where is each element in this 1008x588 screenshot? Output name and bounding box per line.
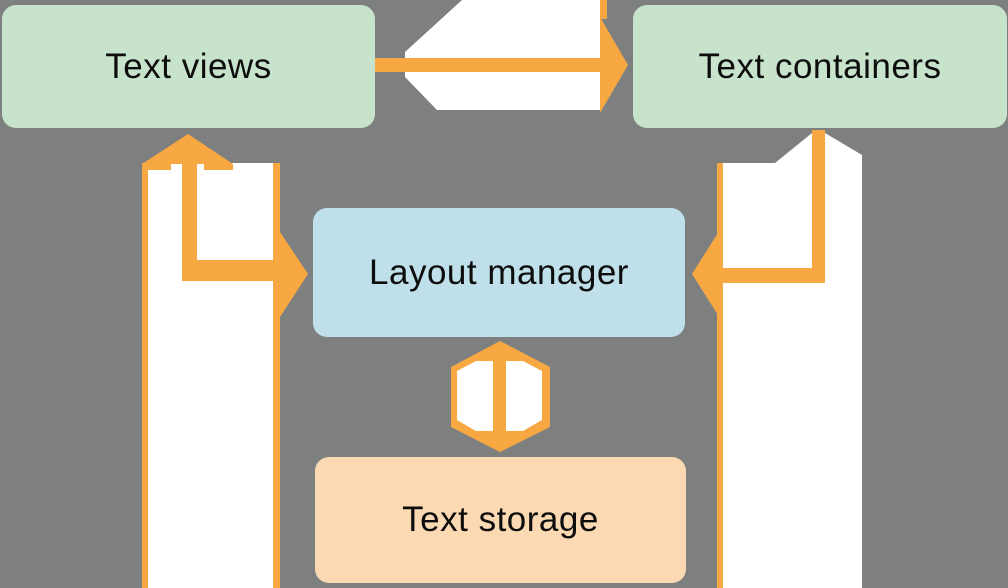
arrowhead-into-layout-manager-right <box>692 225 723 323</box>
arrow-strip-top <box>600 0 607 19</box>
double-arrow-gap-right <box>506 361 542 431</box>
bar-right-edge-strip <box>273 163 280 588</box>
arrowhead-into-text-containers <box>600 17 628 113</box>
node-text-storage: Text storage <box>315 457 686 583</box>
arrowhead-notch-left <box>142 164 171 170</box>
arrow-views-layout-manager <box>142 134 308 588</box>
arrowhead-into-text-views <box>142 134 233 164</box>
double-arrow-gap-left <box>457 361 493 431</box>
node-layout-manager: Layout manager <box>313 208 685 337</box>
node-text-storage-label: Text storage <box>402 500 599 539</box>
arrow-shaft-vertical <box>182 164 197 281</box>
arrow-views-to-containers <box>375 0 628 113</box>
arrowhead-notch-right <box>204 164 233 170</box>
arrow-layout-manager-text-storage <box>451 341 550 452</box>
arrow-shaft-horizontal-right <box>723 268 825 283</box>
arrow-shaft-right <box>375 58 602 72</box>
node-text-containers-label: Text containers <box>698 46 942 86</box>
node-layout-manager-label: Layout manager <box>369 252 629 292</box>
arrowhead-into-layout-manager-left <box>280 232 308 317</box>
arrow-containers-to-layout-manager <box>692 130 862 588</box>
node-text-containers: Text containers <box>633 5 1007 128</box>
arrow-shaft-vertical-right <box>812 130 825 283</box>
bar-left-edge-strip <box>142 163 148 588</box>
arrow-white-body-top <box>405 0 600 110</box>
arrow-shaft-horizontal <box>182 260 280 281</box>
arrow-white-bar-right <box>723 133 862 588</box>
arrow-white-bar-left <box>148 163 273 588</box>
node-text-views: Text views <box>2 5 375 128</box>
node-text-views-label: Text views <box>105 46 272 86</box>
bar-left-edge-strip-right <box>717 163 723 588</box>
